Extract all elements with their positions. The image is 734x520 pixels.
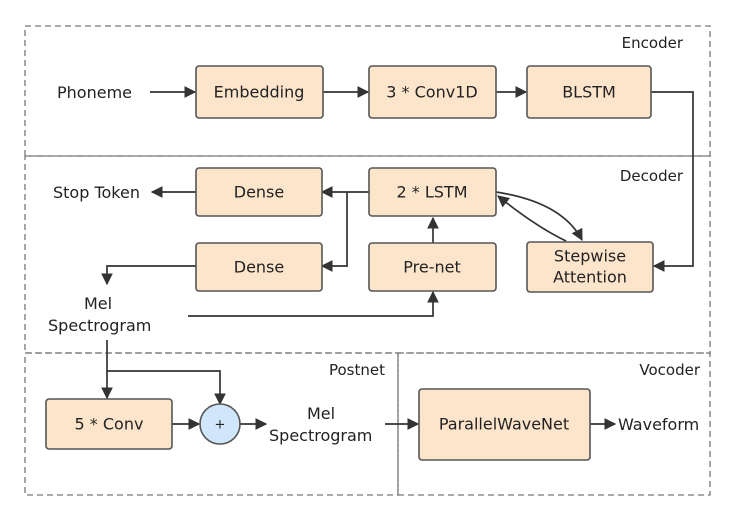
waveform-label: Waveform: [618, 415, 699, 434]
stop-token-label: Stop Token: [53, 183, 140, 202]
conv1d-label: 3 * Conv1D: [386, 83, 477, 102]
attention-label-line2: Attention: [553, 268, 627, 287]
embedding-label: Embedding: [214, 83, 305, 102]
encoder-region: [24, 25, 711, 157]
edge-blstm-attention: [651, 91, 694, 272]
dense-bottom-label: Dense: [234, 258, 284, 277]
attention-box: [526, 241, 654, 293]
adder-circle: [199, 403, 241, 445]
postnet-label: Postnet: [329, 361, 385, 379]
conv5-label: 5 * Conv: [75, 415, 144, 434]
embedding-box: [195, 65, 324, 119]
conv5-box: [45, 398, 173, 450]
edge-lstm-attention: [495, 191, 583, 242]
mel-spectrogram-decoder-line1: Mel: [84, 294, 112, 313]
attention-label-line1: Stepwise: [554, 247, 626, 266]
prenet-box: [368, 242, 497, 292]
dense-bottom-box: [195, 242, 323, 292]
lstm-box: [368, 167, 497, 217]
vocoder-region: [397, 352, 711, 496]
conv1d-box: [368, 65, 497, 119]
edge-mel-adder: [107, 370, 226, 406]
mel-spectrogram-postnet-line2: Spectrogram: [269, 426, 372, 445]
adder-label: +: [215, 418, 226, 433]
decoder-label: Decoder: [620, 167, 684, 185]
phoneme-label: Phoneme: [57, 83, 132, 102]
dense-top-label: Dense: [234, 183, 284, 202]
edge-mel-prenet: [188, 290, 439, 317]
blstm-label: BLSTM: [562, 83, 616, 102]
lstm-label: 2 * LSTM: [397, 183, 468, 202]
mel-spectrogram-decoder-line2: Spectrogram: [48, 316, 151, 335]
encoder-label: Encoder: [622, 34, 684, 52]
edge-dense-mel: [101, 265, 196, 286]
blstm-box: [526, 65, 652, 119]
prenet-label: Pre-net: [403, 258, 460, 277]
dense-top-box: [195, 167, 323, 217]
mel-spectrogram-postnet-line1: Mel: [307, 404, 335, 423]
parallelwavenet-label: ParallelWaveNet: [439, 415, 569, 434]
edges: [101, 86, 694, 430]
vocoder-label: Vocoder: [639, 361, 700, 379]
edge-lstm-dense-bottom: [320, 192, 348, 272]
edge-attention-lstm: [497, 195, 567, 242]
parallelwavenet-box: [418, 388, 591, 461]
